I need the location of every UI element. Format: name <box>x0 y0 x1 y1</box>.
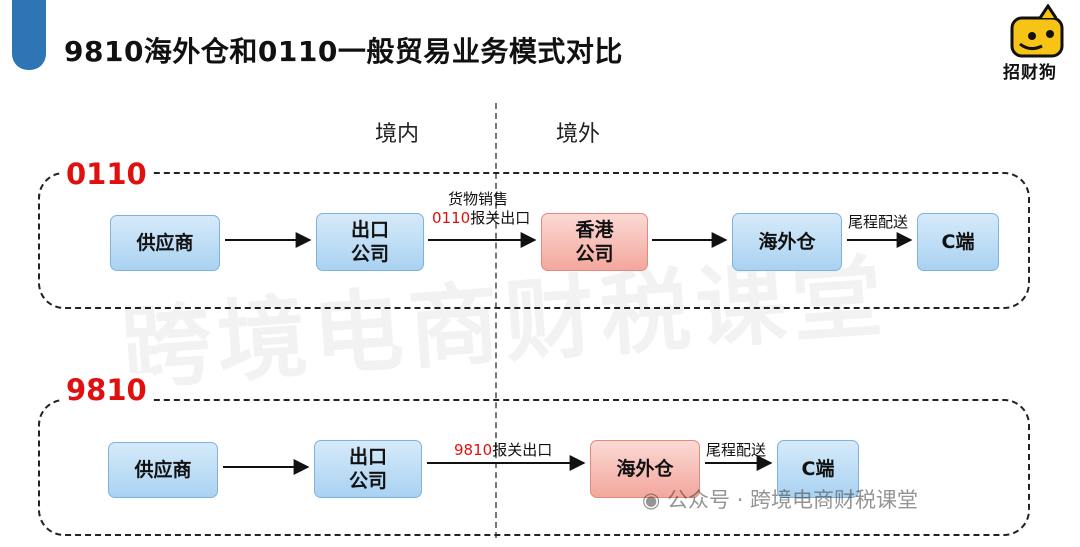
node-export-line1: 出口 <box>348 446 387 468</box>
overseas-label: 境外 <box>556 122 601 147</box>
edge-declare-code: 0110 <box>432 209 471 227</box>
node-overseas-warehouse: 海外仓 <box>590 440 700 498</box>
edge-declare-label: 0110报关出口 <box>432 207 530 228</box>
edge-sale-label: 货物销售 <box>448 190 509 208</box>
node-export-line2: 公司 <box>350 243 389 265</box>
node-export-company: 出口 公司 <box>316 213 424 271</box>
node-hk-line1: 香港 <box>575 219 614 241</box>
node-supplier: 供应商 <box>108 442 218 498</box>
section-0110-frame <box>38 172 1030 309</box>
edge-declare-text: 报关出口 <box>470 209 531 227</box>
node-export-company: 出口 公司 <box>314 440 422 498</box>
node-overseas-warehouse: 海外仓 <box>732 213 842 271</box>
page-title: 9810海外仓和0110一般贸易业务模式对比 <box>64 35 623 68</box>
section-9810-frame <box>38 399 1030 536</box>
edge-declare-code: 9810 <box>454 441 493 459</box>
wechat-account-text: 公众号 · 跨境电商财税课堂 <box>667 488 919 512</box>
wechat-account-label: ◉ 公众号 · 跨境电商财税课堂 <box>642 484 918 514</box>
node-export-line2: 公司 <box>348 470 387 492</box>
edge-declare-text: 报关出口 <box>492 441 553 459</box>
domestic-label: 境内 <box>375 122 420 147</box>
node-c-end: C端 <box>917 213 999 271</box>
section-9810-label: 9810 <box>60 373 153 407</box>
edge-last-mile-label: 尾程配送 <box>848 213 909 231</box>
wechat-icon: ◉ <box>642 488 661 512</box>
dog-logo-icon <box>1010 4 1064 58</box>
node-export-line1: 出口 <box>350 219 389 241</box>
node-supplier: 供应商 <box>110 215 220 271</box>
logo-text: 招财狗 <box>1003 63 1057 83</box>
node-c-end: C端 <box>777 440 859 498</box>
title-accent-bar <box>12 0 46 70</box>
edge-declare-label: 9810报关出口 <box>454 439 552 460</box>
border-divider <box>495 103 497 538</box>
node-hk-company: 香港 公司 <box>541 213 648 271</box>
node-hk-line2: 公司 <box>575 243 614 265</box>
edge-last-mile-label: 尾程配送 <box>706 441 767 459</box>
section-0110-label: 0110 <box>60 157 153 191</box>
